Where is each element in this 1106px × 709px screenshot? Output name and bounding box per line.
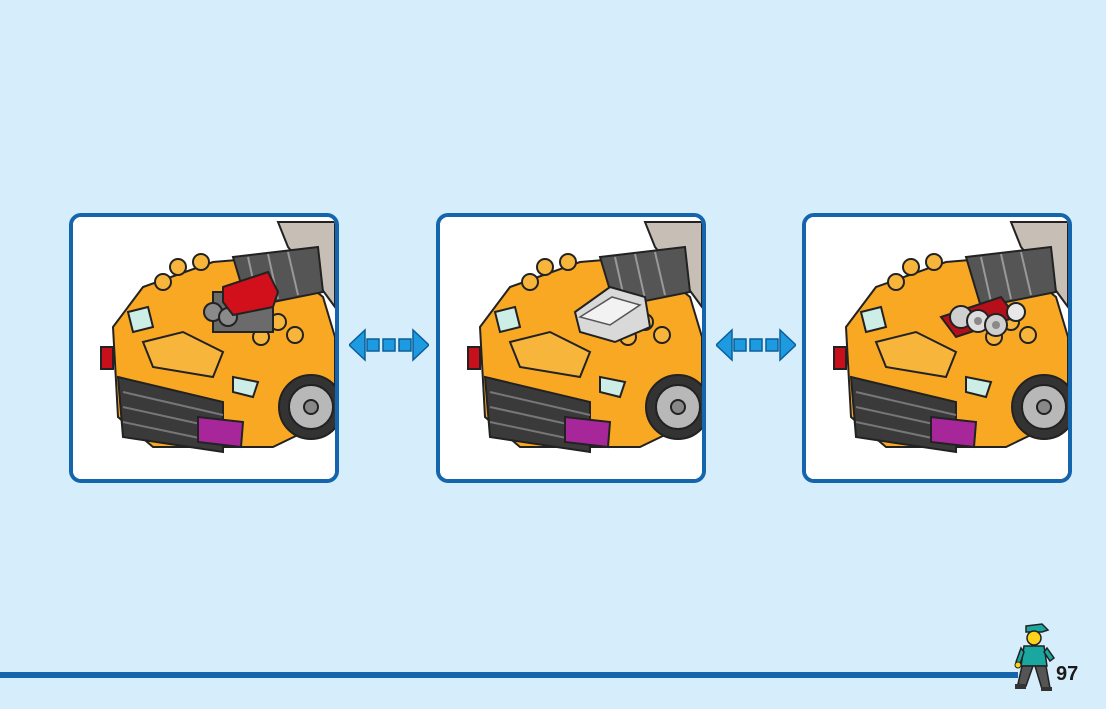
page-number: 97: [1056, 663, 1079, 685]
car-illustration-red-engine: [73, 217, 335, 479]
bottom-rule: [0, 672, 1018, 678]
minifigure-icon: [1012, 622, 1056, 692]
build-panel-chrome-engine: [802, 213, 1072, 483]
double-headed-dashed-arrow-icon: [716, 328, 796, 362]
double-headed-dashed-arrow-icon: [349, 328, 429, 362]
build-panel-silver-scoop: [436, 213, 706, 483]
car-illustration-silver-scoop: [440, 217, 702, 479]
build-panel-red-engine: [69, 213, 339, 483]
car-illustration-chrome-engine: [806, 217, 1068, 479]
